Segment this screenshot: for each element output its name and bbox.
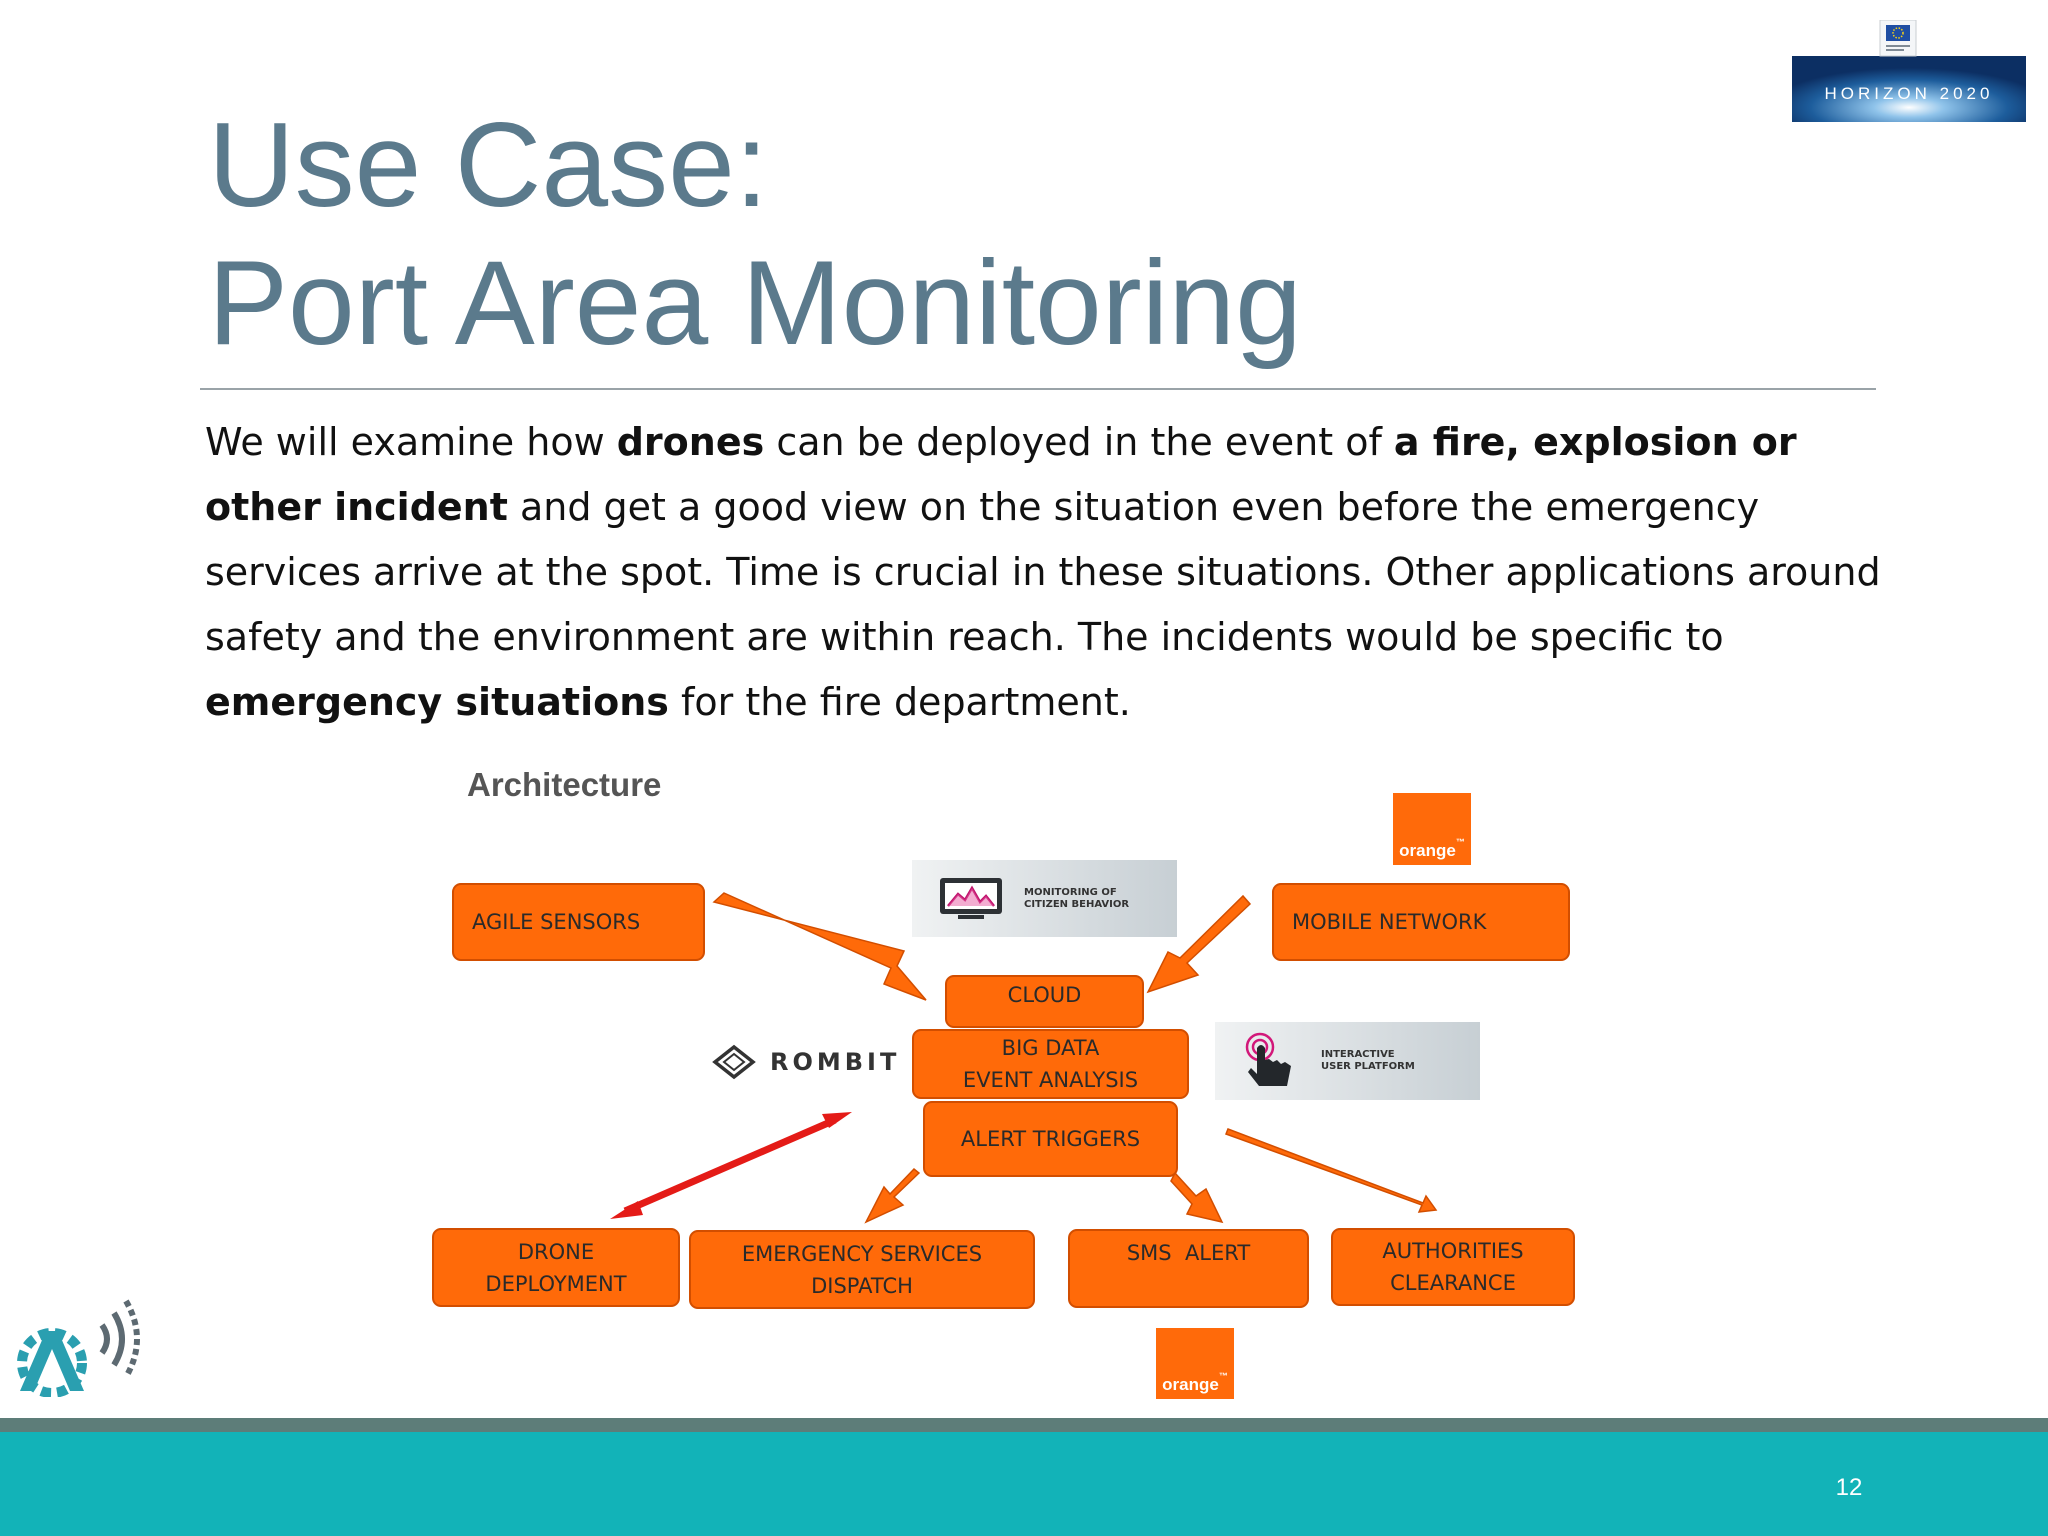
- arrow-alert-to-emergency: [864, 1167, 921, 1224]
- footer-bar: [0, 1432, 2048, 1536]
- body-text-1: We will examine how: [205, 420, 617, 464]
- title-line-1: Use Case:: [208, 98, 769, 232]
- authorities-line-1: AUTHORITIES: [1382, 1239, 1524, 1263]
- agile-gear-logo: [12, 1275, 172, 1398]
- body-text-3: and get a good view on the situation eve…: [205, 485, 1881, 659]
- box-drone-deployment: DRONE DEPLOYMENT: [432, 1228, 680, 1307]
- orange-logo-bottom-label: orange: [1162, 1375, 1219, 1394]
- title-divider: [200, 388, 1876, 390]
- arrow-alert-to-sms: [1170, 1171, 1224, 1224]
- box-agile-sensors: AGILE SENSORS: [452, 883, 705, 961]
- orange-logo-bottom-tm: ™: [1218, 1371, 1228, 1381]
- monitoring-caption-1: MONITORING OF: [1024, 886, 1117, 898]
- arrow-sensors-to-cloud: [712, 892, 927, 1001]
- body-paragraph: We will examine how drones can be deploy…: [205, 410, 1895, 735]
- body-bold-emergency: emergency situations: [205, 680, 669, 724]
- horizon-2020-text: HORIZON 2020: [1825, 84, 1994, 103]
- slide-title: Use Case: Port Area Monitoring: [208, 96, 1508, 372]
- mobile-network-label: MOBILE NETWORK: [1292, 910, 1487, 934]
- body-bold-incident: a fire, explosion or other incident: [205, 420, 1797, 529]
- monitor-chart-icon: [940, 877, 1002, 919]
- monitoring-caption: MONITORING OF CITIZEN BEHAVIOR: [1024, 887, 1129, 911]
- box-mobile-network: MOBILE NETWORK: [1272, 883, 1570, 961]
- box-authorities-clearance: AUTHORITIES CLEARANCE: [1331, 1228, 1575, 1306]
- monitoring-citizen-behavior-image: MONITORING OF CITIZEN BEHAVIOR: [912, 860, 1177, 937]
- big-data-line-2: EVENT ANALYSIS: [962, 1068, 1139, 1092]
- rombit-wordmark: ROMBIT: [770, 1048, 901, 1076]
- interactive-user-platform-image: INTERACTIVE USER PLATFORM: [1215, 1022, 1480, 1100]
- touch-hand-icon: [1245, 1032, 1291, 1086]
- sms-alert-label: SMS ALERT: [1126, 1241, 1251, 1265]
- interactive-caption-1: INTERACTIVE: [1321, 1049, 1395, 1060]
- arrow-network-to-cloud: [1146, 894, 1252, 994]
- rombit-diamond-icon: [712, 1044, 756, 1080]
- page-number: 12: [1835, 1474, 1863, 1501]
- interactive-caption-2: USER PLATFORM: [1321, 1061, 1415, 1072]
- authorities-line-2: CLEARANCE: [1390, 1271, 1516, 1295]
- box-emergency-dispatch: EMERGENCY SERVICES DISPATCH: [689, 1230, 1035, 1309]
- monitoring-caption-2: CITIZEN BEHAVIOR: [1024, 898, 1130, 910]
- interactive-caption: INTERACTIVE USER PLATFORM: [1321, 1049, 1415, 1073]
- footer-band: [0, 1418, 2048, 1432]
- cloud-label: CLOUD: [1007, 983, 1082, 1007]
- arrow-alert-to-authorities: [1225, 1128, 1438, 1213]
- box-sms-alert: SMS ALERT: [1068, 1229, 1309, 1308]
- body-text-2: can be deployed in the event of: [764, 420, 1394, 464]
- arrow-red-head-drone: [610, 1201, 643, 1219]
- emergency-line-2: DISPATCH: [811, 1273, 913, 1298]
- orange-logo-top-tm: ™: [1455, 837, 1465, 847]
- arrow-red-head-rombit: [822, 1112, 852, 1128]
- box-cloud: CLOUD: [945, 975, 1144, 1028]
- body-text-4: for the fire department.: [668, 680, 1131, 724]
- arrow-red-drone-link: [623, 1116, 837, 1215]
- alert-triggers-label: ALERT TRIGGERS: [960, 1127, 1141, 1151]
- agile-sensors-label: AGILE SENSORS: [472, 910, 641, 934]
- architecture-title: Architecture: [467, 766, 662, 803]
- rombit-logo: ROMBIT: [712, 1044, 900, 1080]
- big-data-line-1: BIG DATA: [1001, 1036, 1100, 1060]
- box-alert-triggers: ALERT TRIGGERS: [923, 1101, 1178, 1177]
- emergency-line-1: EMERGENCY SERVICES: [741, 1241, 983, 1266]
- drone-line-1: DRONE: [517, 1239, 595, 1264]
- title-line-2: Port Area Monitoring: [208, 236, 1302, 370]
- horizon-2020-logo: HORIZON 2020: [1792, 19, 2026, 122]
- orange-logo-top-label: orange: [1399, 841, 1456, 860]
- body-bold-drones: drones: [616, 420, 765, 464]
- box-big-data: BIG DATA EVENT ANALYSIS: [912, 1029, 1189, 1099]
- drone-line-2: DEPLOYMENT: [485, 1271, 627, 1296]
